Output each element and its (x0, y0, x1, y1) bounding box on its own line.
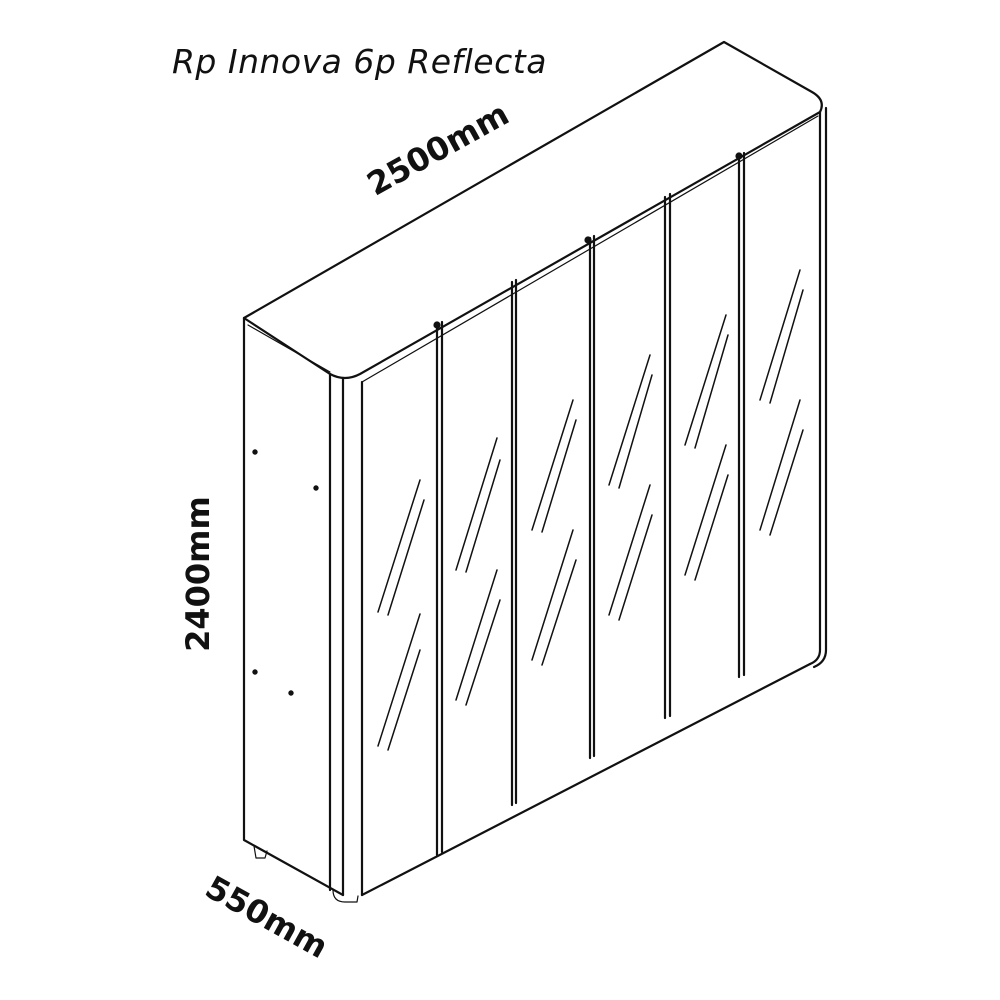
mirror-reflections (377, 269, 804, 751)
doors (360, 151, 812, 897)
right-end-panel (360, 106, 828, 897)
side-panel (242, 316, 359, 903)
product-title: Rp Innova 6p Reflecta (172, 42, 547, 81)
top-panel (242, 40, 823, 383)
